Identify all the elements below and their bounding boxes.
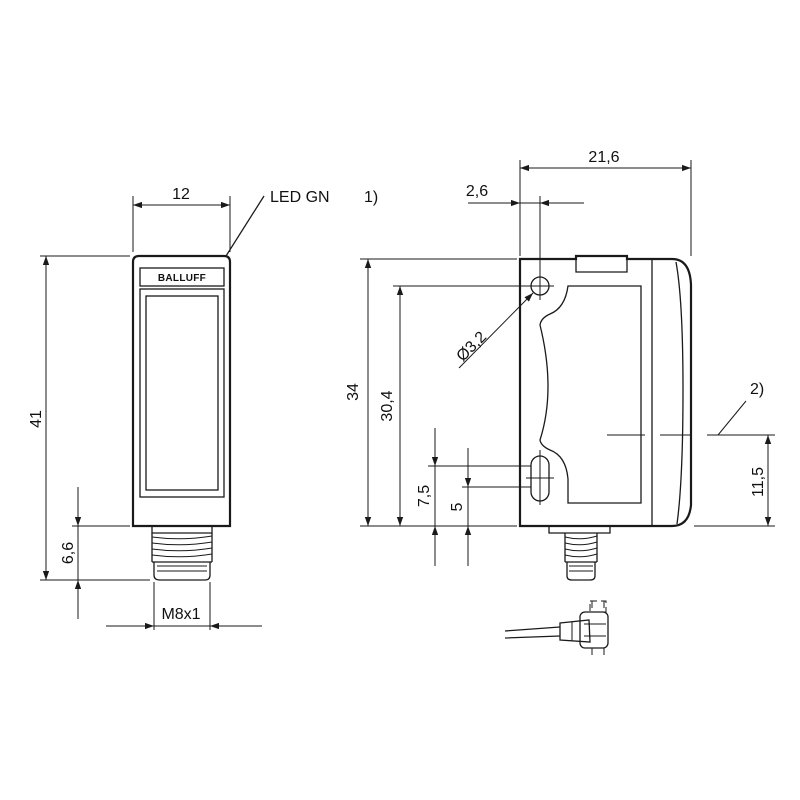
- dim-slot-width: 5: [449, 502, 466, 511]
- brand-logo: BALLUFF: [158, 273, 206, 284]
- note-2-marker: 2): [750, 381, 764, 398]
- note-2-leader: [717, 400, 747, 436]
- dim-hole-diameter: Ø3,2: [454, 328, 491, 365]
- hole-diameter-leader: [458, 292, 534, 369]
- dim-axis-height: 11,5: [750, 467, 767, 497]
- led-label: LED GN: [270, 189, 330, 206]
- dim-height-body: 34: [345, 383, 362, 401]
- front-connector-thread: [151, 533, 213, 581]
- note-1-marker: 1): [364, 189, 378, 206]
- side-top-tab: [575, 259, 628, 273]
- front-body-outline: [131, 254, 232, 528]
- side-view: 21,6 2,6 34 30,4 Ø3,2 7,5 5 11,5: [345, 149, 775, 656]
- led-leader-line: [225, 195, 265, 257]
- dim-hole-spacing: 30,4: [379, 390, 396, 421]
- dim-width-front: 12: [172, 186, 190, 203]
- brand-logo-box: [139, 267, 225, 287]
- front-view: BALLUFF LED GN 1) 12 41 6,6: [28, 186, 378, 630]
- side-connector-thread: [564, 533, 598, 581]
- angled-cable-icon: [504, 600, 609, 656]
- side-inner-contour: [539, 285, 642, 504]
- dim-thread: M8x1: [161, 606, 200, 623]
- side-body-outline: [518, 254, 693, 528]
- front-neck: [151, 526, 213, 534]
- front-window: [139, 288, 225, 498]
- dim-slot-height: 7,5: [416, 485, 433, 507]
- dim-hole-offset: 2,6: [466, 183, 488, 200]
- dim-connector-length: 6,6: [60, 542, 77, 564]
- front-window-inner: [145, 295, 219, 491]
- dim-height-total: 41: [28, 410, 45, 428]
- dim-width-side: 21,6: [588, 149, 619, 166]
- side-neck: [548, 526, 611, 534]
